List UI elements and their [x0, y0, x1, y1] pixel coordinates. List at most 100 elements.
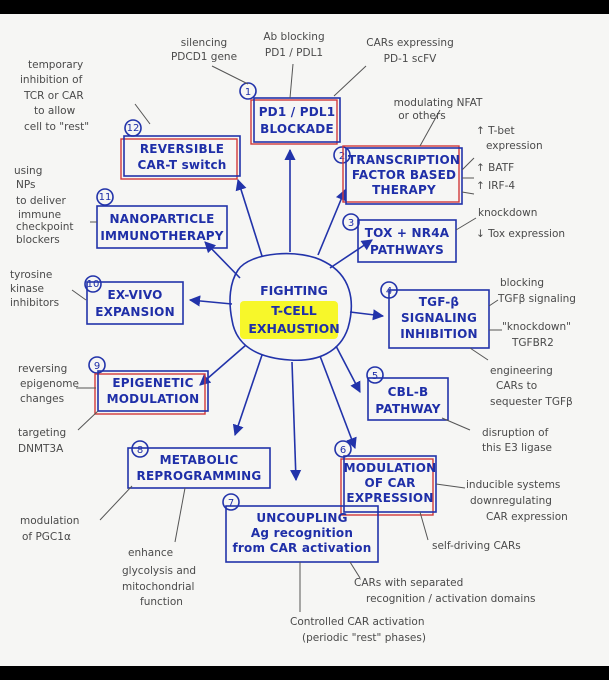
strategy-4-line-2: SIGNALING — [401, 311, 477, 325]
svg-text:reversing: reversing — [18, 363, 67, 375]
strategy-6-line-2: OF CAR — [364, 476, 415, 490]
svg-text:blocking: blocking — [500, 277, 544, 289]
strategy-8-box: METABOLIC REPROGRAMMING — [127, 447, 271, 489]
note-inducible: inducible systems downregulating CAR exp… — [466, 479, 568, 523]
note-nps: using NPs to deliver immune checkpoint b… — [14, 165, 74, 246]
strategy-11-line-2: IMMUNOTHERAPY — [100, 229, 223, 243]
strategy-8-line-2: REPROGRAMMING — [137, 469, 262, 483]
svg-text:epigenome: epigenome — [20, 378, 79, 390]
number-2: 2 — [339, 151, 345, 162]
note-controlled: Controlled CAR activation (periodic "res… — [290, 616, 426, 644]
svg-text:silencing: silencing — [181, 37, 227, 49]
strategy-12-box: REVERSIBLE CAR-T switch — [120, 135, 241, 180]
strategy-1-line-2: BLOCKADE — [260, 122, 334, 136]
svg-text:sequester TGFβ: sequester TGFβ — [490, 396, 573, 408]
svg-text:Ab blocking: Ab blocking — [263, 31, 324, 43]
note-batf: ↑ BATF — [476, 162, 514, 174]
note-irf4: ↑ IRF-4 — [476, 180, 515, 192]
svg-text:immune: immune — [18, 209, 61, 221]
svg-text:function: function — [140, 596, 183, 608]
svg-text:TCR or CAR: TCR or CAR — [23, 90, 84, 102]
number-1: 1 — [245, 87, 251, 98]
note-silencing: silencing PDCD1 gene — [171, 37, 237, 63]
svg-text:temporary: temporary — [28, 59, 83, 71]
svg-text:this E3 ligase: this E3 ligase — [482, 442, 552, 454]
svg-text:kinase: kinase — [10, 283, 44, 295]
svg-text:disruption of: disruption of — [482, 427, 549, 439]
svg-text:↑ T-bet: ↑ T-bet — [476, 125, 515, 137]
svg-text:(periodic "rest" phases): (periodic "rest" phases) — [302, 632, 426, 644]
strategy-1-line-1: PD1 / PDL1 — [259, 105, 336, 119]
number-11: 11 — [99, 192, 112, 203]
svg-text:mitochondrial: mitochondrial — [122, 581, 194, 593]
strategy-4-line-3: INHIBITION — [400, 327, 478, 341]
note-ab-blocking: Ab blocking PD1 / PDL1 — [263, 31, 324, 59]
svg-text:CARs to: CARs to — [496, 380, 537, 392]
number-12: 12 — [127, 123, 140, 134]
arrow-5 — [335, 345, 361, 393]
strategy-7-line-3: from CAR activation — [233, 541, 372, 555]
strategy-6-line-3: EXPRESSION — [346, 491, 433, 505]
svg-text:checkpoint: checkpoint — [16, 221, 74, 233]
strategy-5-line-1: CBL-B — [388, 385, 429, 399]
svg-text:DNMT3A: DNMT3A — [18, 443, 64, 455]
note-nfat: modulating NFAT or others — [394, 97, 483, 122]
strategy-7-line-1: UNCOUPLING — [256, 511, 347, 525]
center-blob — [229, 252, 353, 362]
svg-text:PD-1 scFV: PD-1 scFV — [384, 53, 438, 65]
note-e3-ligase: disruption of this E3 ligase — [482, 427, 552, 454]
svg-text:recognition / activation domai: recognition / activation domains — [366, 593, 535, 605]
arrow-7 — [290, 361, 302, 482]
number-8: 8 — [137, 445, 143, 456]
strategy-2-line-1: TRANSCRIPTION — [348, 153, 460, 167]
number-10: 10 — [87, 279, 100, 290]
svg-text:of PGC1α: of PGC1α — [22, 531, 71, 543]
svg-text:inhibitors: inhibitors — [10, 297, 59, 309]
strategy-9-box: EPIGENETIC MODULATION — [94, 370, 209, 415]
svg-text:TGFBR2: TGFBR2 — [511, 337, 554, 349]
svg-text:CARs expressing: CARs expressing — [366, 37, 454, 49]
strategy-11-box: NANOPARTICLE IMMUNOTHERAPY — [96, 205, 228, 249]
svg-text:blockers: blockers — [16, 234, 60, 246]
strategy-1-box: PD1 / PDL1 BLOCKADE — [250, 97, 341, 145]
arrow-3 — [329, 239, 373, 269]
number-circles: 1 2 3 4 5 6 7 8 9 10 11 12 — [84, 82, 398, 511]
note-pgc1a: modulation of PGC1α — [20, 515, 79, 543]
strategy-4-line-1: TGF-β — [419, 295, 460, 309]
svg-text:PDCD1 gene: PDCD1 gene — [171, 51, 237, 63]
svg-text:NPs: NPs — [16, 179, 35, 191]
note-knockdown: knockdown ↓ Tox expression — [476, 207, 565, 240]
note-glycolysis: enhance glycolysis and mitochondrial fun… — [122, 547, 196, 608]
center-line-1: FIGHTING — [260, 283, 328, 298]
center-line-2: T-CELL — [271, 303, 317, 318]
strategy-6-line-1: MODULATION — [344, 461, 437, 475]
arrow-9 — [199, 344, 247, 386]
svg-text:CARs with separated: CARs with separated — [354, 577, 463, 589]
strategy-11-line-1: NANOPARTICLE — [110, 212, 215, 226]
strategy-5-line-2: PATHWAY — [375, 402, 440, 416]
note-epigenome: reversing epigenome changes — [18, 363, 79, 405]
note-tgfbr2: "knockdown" TGFBR2 — [502, 321, 571, 349]
svg-text:"knockdown": "knockdown" — [502, 321, 571, 333]
strategy-3-line-2: PATHWAYS — [370, 243, 444, 257]
svg-text:TGFβ signaling: TGFβ signaling — [497, 293, 576, 305]
strategy-2-line-3: THERAPY — [372, 183, 436, 197]
svg-text:to allow: to allow — [34, 105, 76, 117]
mind-map: FIGHTING T-CELL EXHAUSTION 1 2 3 4 5 6 7… — [10, 31, 576, 644]
strategy-7-box: UNCOUPLING Ag recognition from CAR activ… — [225, 505, 379, 563]
arrow-8 — [232, 354, 263, 437]
strategy-12-line-1: REVERSIBLE — [140, 142, 224, 156]
svg-text:inhibition of: inhibition of — [20, 74, 83, 86]
svg-text:Controlled CAR activation: Controlled CAR activation — [290, 616, 425, 628]
strategy-10-line-1: EX-VIVO — [107, 288, 162, 302]
svg-text:modulating NFAT: modulating NFAT — [394, 97, 483, 109]
number-3: 3 — [348, 218, 354, 229]
arrow-6 — [319, 355, 357, 450]
sketch-paper: FIGHTING T-CELL EXHAUSTION 1 2 3 4 5 6 7… — [0, 14, 609, 666]
strategy-4-box: TGF-β SIGNALING INHIBITION — [388, 289, 490, 349]
note-sequester: engineering CARs to sequester TGFβ — [490, 365, 573, 408]
note-temporary: temporary inhibition of TCR or CAR to al… — [20, 59, 89, 133]
strategy-2-line-2: FACTOR BASED — [352, 168, 456, 182]
number-6: 6 — [340, 445, 346, 456]
note-connectors — [71, 63, 502, 612]
